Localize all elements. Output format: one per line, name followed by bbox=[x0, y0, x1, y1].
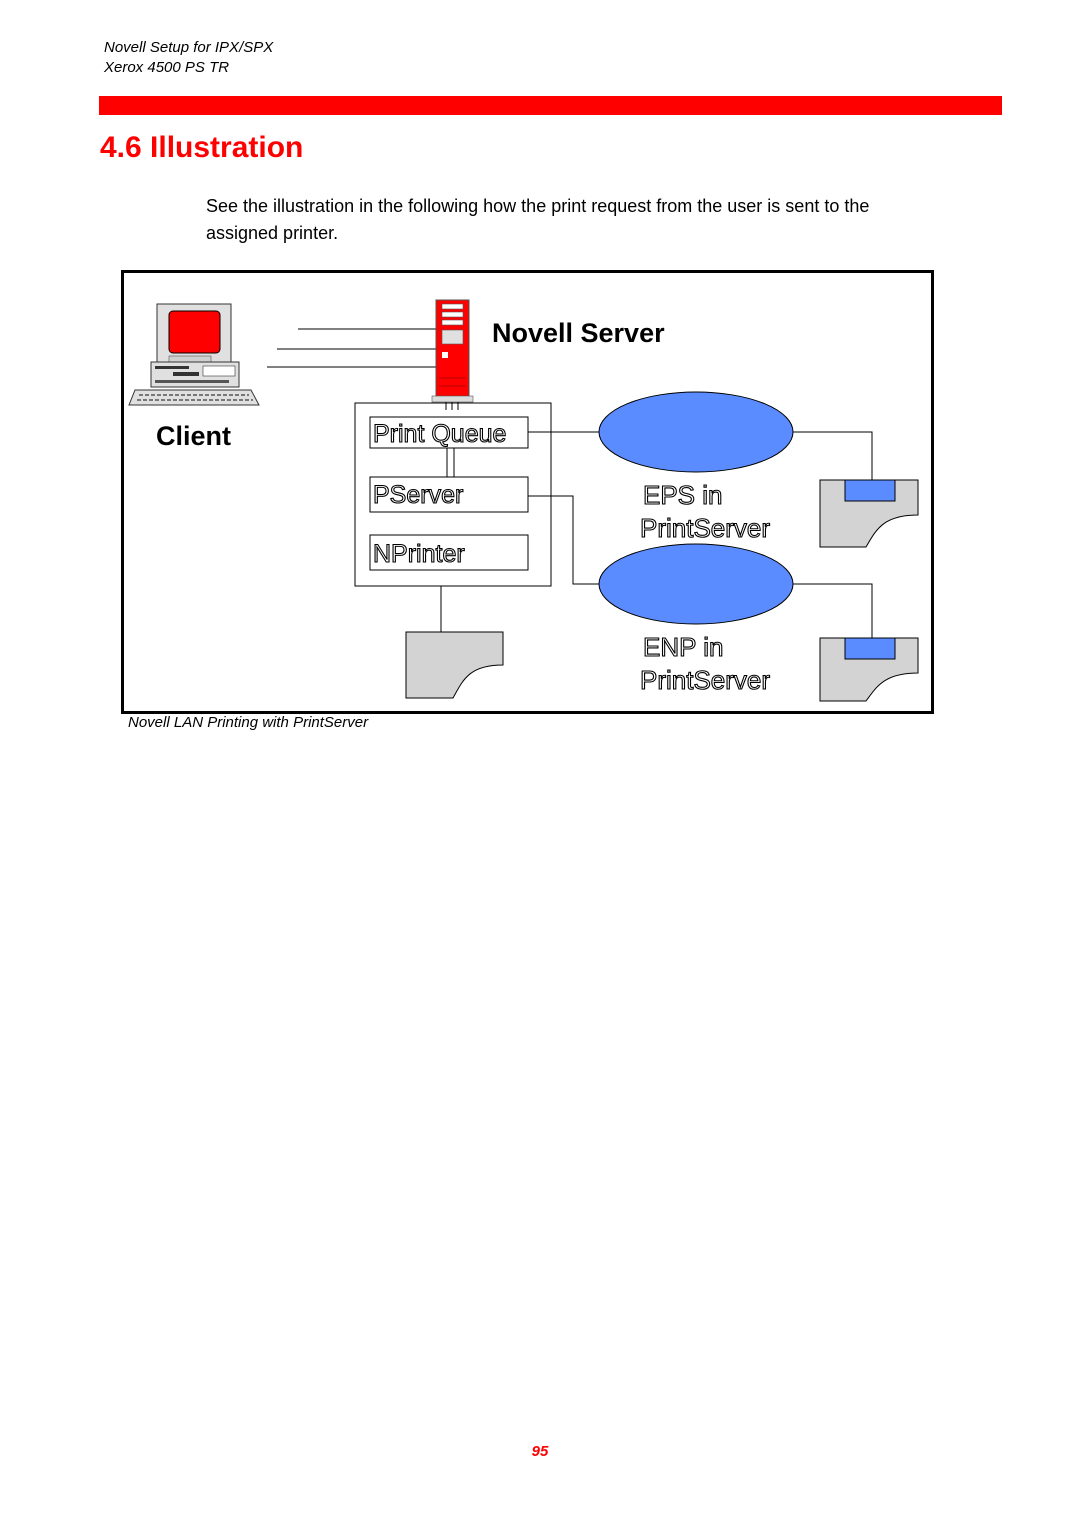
printer-icon bbox=[819, 637, 919, 702]
enp-label-line1: ENP in bbox=[643, 632, 723, 662]
running-header-line1: Novell Setup for IPX/SPX bbox=[104, 39, 274, 56]
eps-label-line1: EPS in bbox=[643, 480, 723, 510]
intro-paragraph: See the illustration in the following ho… bbox=[206, 196, 870, 243]
network-links bbox=[267, 328, 436, 368]
server-label: Novell Server bbox=[492, 318, 665, 348]
eps-node bbox=[598, 391, 794, 473]
client-label: Client bbox=[156, 421, 231, 451]
nprinter-box bbox=[369, 534, 529, 571]
printer-icon bbox=[405, 631, 504, 699]
enp-node bbox=[598, 543, 794, 625]
pserver-label: PServer bbox=[373, 481, 463, 509]
section-title: 4.6 Illustration bbox=[100, 131, 304, 164]
server-icon bbox=[431, 299, 474, 410]
computer-icon bbox=[128, 303, 260, 406]
figure-caption: Novell LAN Printing with PrintServer bbox=[128, 714, 369, 731]
server-software-group bbox=[354, 402, 552, 587]
connection-lines bbox=[440, 431, 873, 638]
print-queue-box bbox=[369, 416, 529, 449]
running-header-line2: Xerox 4500 PS TR bbox=[104, 59, 230, 76]
enp-label-line2: PrintServer bbox=[640, 665, 770, 695]
eps-label-line2: PrintServer bbox=[640, 513, 770, 543]
nprinter-label: NPrinter bbox=[373, 540, 465, 568]
pserver-box bbox=[369, 476, 529, 513]
page-number: 95 bbox=[531, 1443, 549, 1460]
header-rule bbox=[99, 96, 1002, 115]
print-queue-label: Print Queue bbox=[373, 420, 506, 448]
network-diagram: Novell Server Client Print Queue PServer… bbox=[121, 270, 934, 714]
printer-icon bbox=[819, 479, 919, 548]
